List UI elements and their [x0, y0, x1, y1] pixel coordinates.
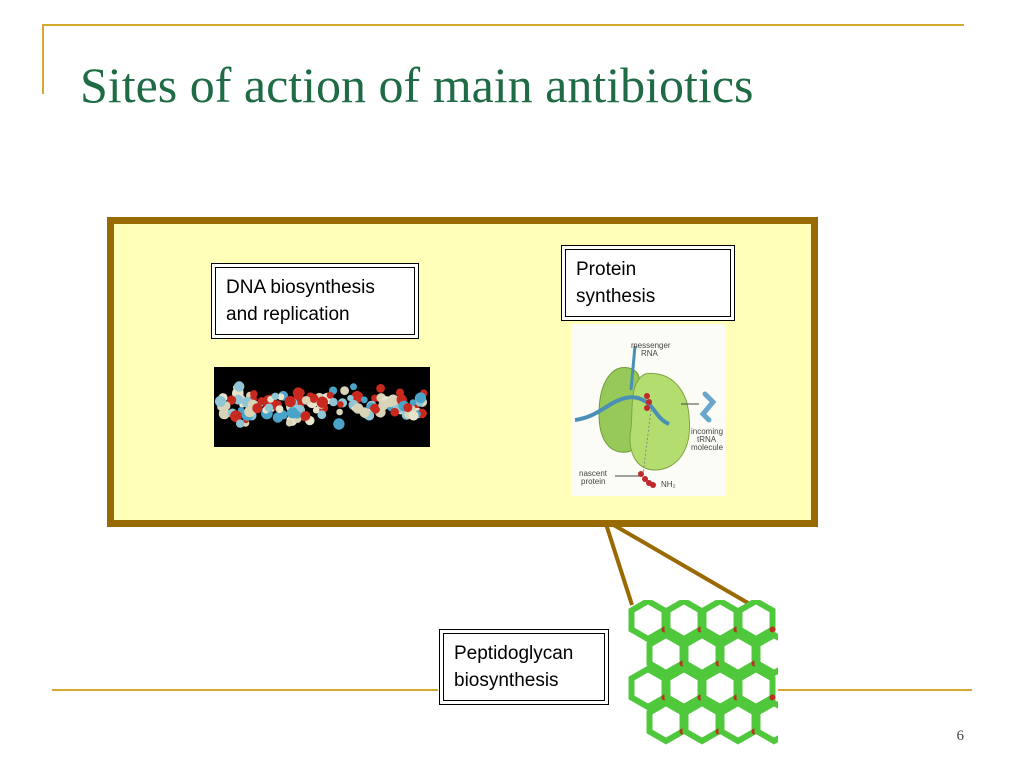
- peptidoglycan-ring: [700, 665, 740, 711]
- dna-label: DNA biosynthesis and replication: [215, 267, 415, 335]
- dna-atom: [250, 390, 258, 398]
- dna-atom: [347, 394, 354, 402]
- peptidoglycan-ring: [646, 699, 686, 745]
- nh2-text: NH₂: [661, 480, 676, 489]
- dna-atom: [340, 386, 349, 395]
- peptidoglycan-ring: [718, 631, 758, 677]
- dna-atom: [252, 403, 263, 414]
- dna-atom: [227, 395, 237, 405]
- ribosome-large-subunit: [629, 372, 691, 471]
- dna-helix-image: [214, 367, 430, 447]
- peptidoglycan-ring: [754, 699, 794, 745]
- dna-atom: [236, 419, 245, 428]
- molecule-text: molecule: [691, 443, 724, 452]
- dna-atom: [371, 394, 379, 402]
- ribosome-graphic: messenger RNA incoming tRNA molecule nas…: [574, 341, 724, 489]
- dna-atom: [378, 400, 389, 411]
- bottom-rule-right: [778, 689, 972, 691]
- mrna-strand: [574, 395, 670, 426]
- slide-title: Sites of action of main antibiotics: [80, 57, 754, 113]
- nascent-text: nascent: [579, 469, 608, 478]
- dna-atom: [292, 387, 304, 399]
- peptidoglycan-label-box: Peptidoglycan biosynthesis: [439, 629, 609, 705]
- dna-atom: [300, 411, 311, 421]
- dna-atom: [287, 407, 299, 419]
- dna-atom: [309, 393, 319, 403]
- dna-atom: [336, 408, 343, 416]
- trna-text: tRNA: [697, 435, 717, 444]
- dna-atom: [301, 396, 311, 405]
- rna-text: RNA: [641, 349, 659, 358]
- dna-atom: [277, 393, 285, 401]
- dna-atom: [359, 407, 370, 418]
- dna-atom: [284, 396, 296, 408]
- dna-atom: [360, 396, 368, 404]
- dna-helix-graphic: [214, 381, 428, 430]
- dna-atom: [275, 405, 284, 413]
- peptidoglycan-ring: [736, 597, 776, 643]
- top-rule: [42, 24, 964, 26]
- dna-atom: [317, 410, 327, 420]
- dna-atom: [257, 397, 266, 405]
- messenger-text: messenger: [631, 341, 671, 350]
- dna-atom: [403, 403, 413, 413]
- dna-atom: [390, 407, 399, 417]
- peptidoglycan-ring: [664, 665, 704, 711]
- slide-number: 6: [956, 728, 965, 744]
- incoming-text: incoming: [691, 427, 723, 436]
- dna-atom: [234, 381, 245, 392]
- crosslink-atom: [769, 626, 776, 633]
- dna-atom: [337, 401, 344, 408]
- dna-atom: [409, 399, 417, 406]
- ribosome-image: messenger RNA incoming tRNA molecule nas…: [571, 324, 725, 496]
- dna-atom: [408, 410, 419, 421]
- protein-label: Protein synthesis: [565, 249, 731, 317]
- bottom-rule-left: [52, 689, 438, 691]
- peptidoglycan-label: Peptidoglycan biosynthesis: [443, 633, 605, 701]
- peptidoglycan-ring: [700, 597, 740, 643]
- dna-atom: [370, 403, 381, 414]
- peptidoglycan-ring: [682, 699, 722, 745]
- dna-atom: [333, 418, 345, 430]
- callout-line-left: [604, 523, 634, 606]
- peptidoglycan-mesh-graphic: [628, 597, 794, 745]
- protein-text: protein: [581, 477, 605, 486]
- nascent-protein-chain: [638, 393, 656, 488]
- dna-atom: [329, 397, 338, 407]
- peptidoglycan-ring: [628, 597, 668, 643]
- peptidoglycan-ring: [646, 631, 686, 677]
- dna-label-box: DNA biosynthesis and replication: [211, 263, 419, 339]
- peptidoglycan-ring: [718, 699, 758, 745]
- peptidoglycan-ring: [682, 631, 722, 677]
- dna-atom: [316, 396, 328, 408]
- dna-atom: [272, 412, 284, 423]
- dna-atom: [218, 408, 230, 420]
- dna-atom: [326, 391, 334, 399]
- crosslink-atom: [769, 694, 776, 701]
- dna-atom: [214, 395, 226, 407]
- dna-atom: [415, 392, 427, 404]
- peptidoglycan-mesh-image: [628, 597, 794, 750]
- protein-label-box: Protein synthesis: [561, 245, 735, 321]
- peptidoglycan-ring: [754, 631, 794, 677]
- dna-atom: [285, 419, 293, 427]
- trna-molecule: [699, 391, 717, 423]
- callout-line-right: [610, 522, 750, 605]
- left-rule: [42, 24, 44, 94]
- dna-atom: [312, 406, 320, 414]
- peptidoglycan-ring: [628, 665, 668, 711]
- peptidoglycan-ring: [664, 597, 704, 643]
- peptidoglycan-ring: [736, 665, 776, 711]
- dna-atom: [350, 383, 357, 391]
- dna-atom: [376, 384, 385, 393]
- dna-atom: [230, 410, 242, 423]
- dna-atom: [271, 392, 279, 400]
- dna-atom: [264, 403, 274, 412]
